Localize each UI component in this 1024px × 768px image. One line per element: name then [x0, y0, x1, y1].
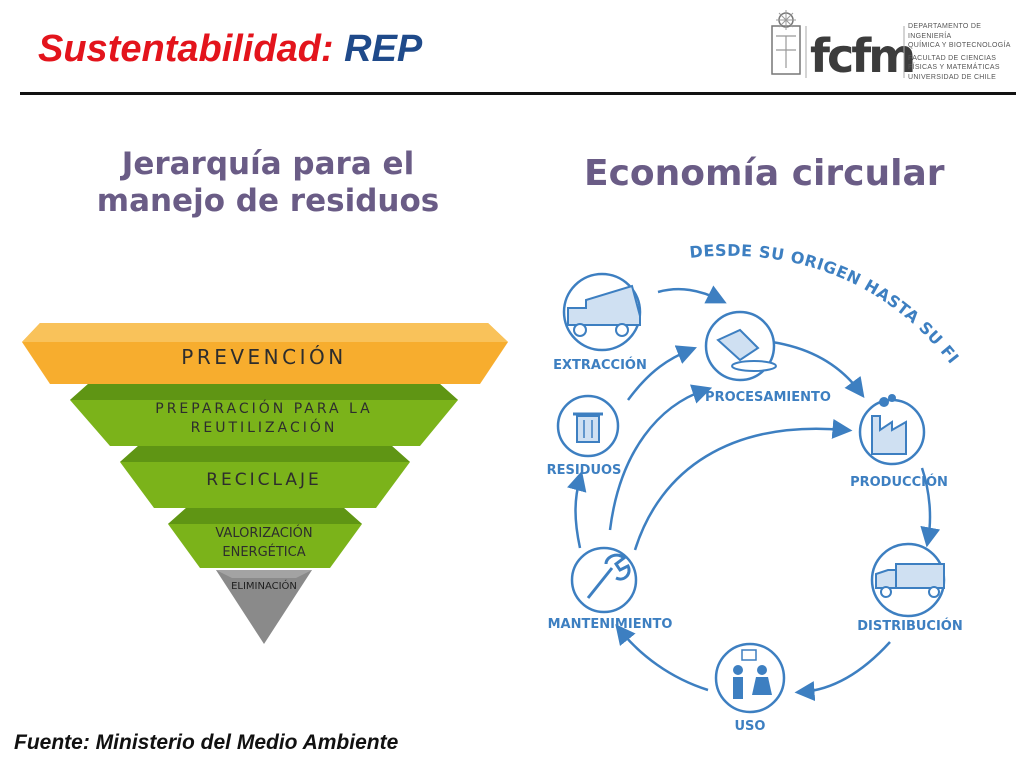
level-label: VALORIZACIÓN [215, 525, 312, 541]
title-accent: REP [344, 28, 423, 70]
level-label: RECICLAJE [206, 470, 322, 490]
wrench-icon [570, 546, 638, 614]
logo-wordmark: fcfm [810, 29, 913, 83]
dept-line: UNIVERSIDAD DE CHILE [908, 73, 997, 81]
factory-icon [858, 394, 926, 466]
hierarchy-title-line: Jerarquía para el [121, 146, 415, 182]
hierarchy-title: Jerarquía para el manejo de residuos [68, 146, 468, 220]
waste-hierarchy-pyramid: PREVENCIÓN PREPARACIÓN PARA LA REUTILIZA… [22, 323, 508, 644]
title-divider [20, 92, 1016, 95]
dept-line: QUÍMICA Y BIOTECNOLOGÍA [908, 42, 1011, 49]
level-label: PREPARACIÓN PARA LA [155, 399, 373, 417]
stage-label-distribucion: DISTRIBUCIÓN [857, 618, 962, 634]
level-eliminacion [216, 570, 312, 644]
source-citation: Fuente: Ministerio del Medio Ambiente [14, 731, 399, 754]
level-label: ENERGÉTICA [222, 544, 305, 560]
level-label: PREVENCIÓN [181, 345, 346, 369]
level-label: REUTILIZACIÓN [191, 418, 338, 436]
hierarchy-title-line: manejo de residuos [96, 183, 440, 220]
slide-title: Sustentabilidad: REP [38, 30, 422, 68]
stage-label-extraccion: EXTRACCIÓN [553, 357, 647, 373]
stage-label-residuos: RESIDUOS [547, 463, 622, 478]
circular-economy-diagram: DESDE SU ORIGEN HASTA SU FIN EXTRACCIÓN … [540, 230, 963, 734]
department-label: DEPARTAMENTO DE INGENIERÍA QUÍMICA Y BIO… [908, 22, 1024, 82]
title-main: Sustentabilidad: [38, 28, 334, 70]
processing-icon [704, 310, 777, 382]
people-icon [714, 642, 786, 714]
university-seal-icon [771, 10, 801, 75]
stage-label-mantenimiento: MANTENIMIENTO [548, 617, 673, 632]
trash-can-icon [556, 394, 620, 458]
dept-line: DEPARTAMENTO DE INGENIERÍA [908, 23, 982, 40]
dump-truck-icon [562, 272, 642, 352]
stage-label-procesamiento: PROCESAMIENTO [705, 390, 831, 405]
delivery-truck-icon [870, 542, 946, 618]
dept-line: FACULTAD DE CIENCIAS [908, 54, 997, 62]
circular-title: Economía circular [584, 153, 945, 194]
dept-line: FÍSICAS Y MATEMÁTICAS [908, 64, 1000, 71]
level-label: ELIMINACIÓN [231, 579, 297, 592]
stage-label-uso: USO [735, 719, 766, 734]
university-logo: fcfm [771, 10, 916, 83]
stage-label-produccion: PRODUCCIÓN [850, 474, 948, 490]
